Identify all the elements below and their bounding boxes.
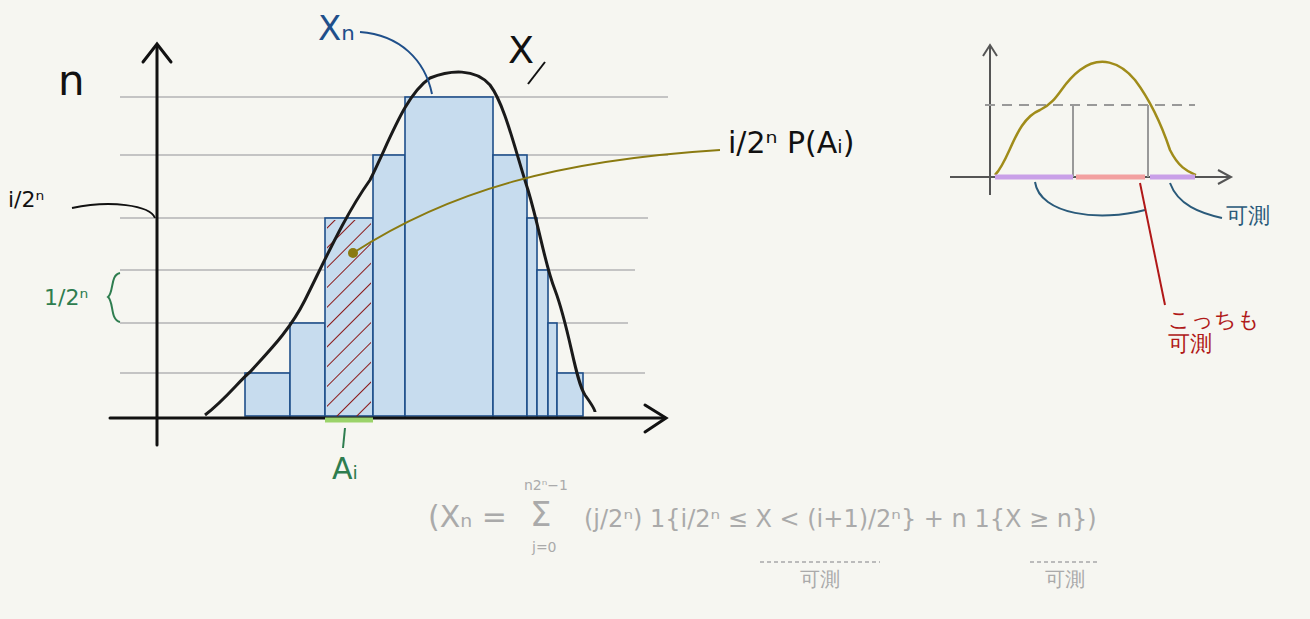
tick-label: i/2ⁿ (8, 188, 44, 212)
note-label: 可測 (1045, 568, 1085, 590)
function-label: Xₙ (318, 10, 355, 47)
formula-part: j=0 (532, 540, 557, 555)
note-label: 可測 (800, 568, 840, 590)
formula-part: n2ⁿ−1 (524, 478, 568, 493)
set-label: Aᵢ (332, 452, 358, 485)
step-label: 1/2ⁿ (44, 286, 88, 310)
formula-part: (Xₙ = (428, 500, 507, 533)
note-label: 可測 (1226, 204, 1270, 228)
axis-label: n (58, 58, 85, 104)
area-label: i/2ⁿ P(Aᵢ) (728, 126, 854, 159)
note-label: こっちも 可測 (1168, 308, 1278, 356)
function-label: X (508, 30, 534, 72)
formula-part: Σ (530, 496, 551, 533)
formula-part: (j/2ⁿ) 1{i/2ⁿ ≤ X < (i+1)/2ⁿ} + n 1{X ≥ … (584, 506, 1097, 532)
